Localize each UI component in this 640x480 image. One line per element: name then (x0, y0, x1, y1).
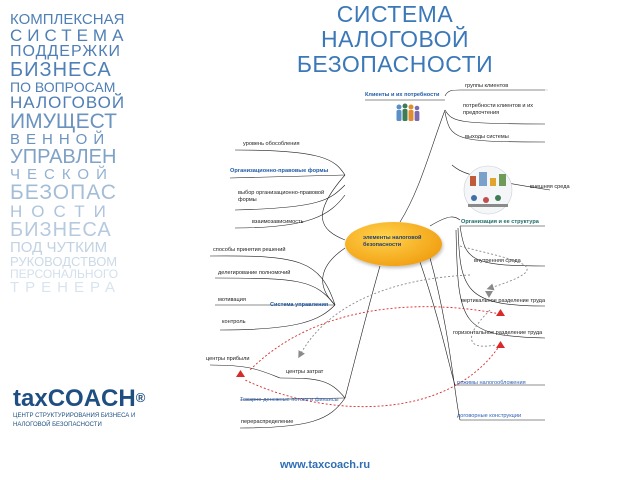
legal-choice-label: выбор организационно-правовой формы (238, 190, 325, 203)
slogan-line: ВЕННОЙ (10, 131, 111, 148)
slogan-line: ЧЕСКОЙ (10, 166, 114, 183)
mgmt-control-label: контроль (222, 319, 246, 325)
arrow-red-1 (249, 306, 501, 371)
slogan-line: РУКОВОДСТВОМ (10, 254, 118, 269)
website-link[interactable]: www.taxcoach.ru (280, 459, 371, 471)
mgmt-delegation-label: делегирование полномочий (218, 270, 291, 276)
profit-centers-label: центры прибыли (206, 356, 250, 362)
branch-org (429, 216, 461, 227)
clients-heading: Клиенты и их потребности (365, 92, 440, 98)
slogan-line: СИСТЕМА (10, 26, 129, 45)
org-inner-label: внутренняя среда (474, 258, 521, 264)
legal-heading: Организационно-правовые формы (230, 168, 329, 174)
clients-people-icon (396, 103, 420, 121)
center-node-label: элементы налоговой безопасности (363, 235, 422, 248)
arrow-to-profit-centers (298, 274, 471, 359)
branch-flows (344, 265, 381, 399)
slogan-line: БИЗНЕСА (10, 219, 112, 241)
branch-contracts (429, 257, 461, 421)
slogan-line: НОСТИ (10, 202, 115, 221)
slogan-line: ИМУЩЕСТ (10, 110, 117, 133)
org-horizontal-label: горизонтальное разделение труда (453, 330, 543, 336)
clients-needs-label: потребности клиентов и их предпочтения (463, 103, 534, 116)
contracts-label: договорные конструкции (457, 413, 522, 419)
slogan-line: ПОД ЧУТКИМ (10, 239, 108, 256)
mgmt-decisions-label: способы принятия решений (213, 247, 286, 253)
slogan-line: КОМПЛЕКСНАЯ (10, 11, 125, 28)
org-vertical-label: вертикальное разделение труда (461, 298, 546, 304)
redistribution-label: перераспределение (241, 419, 294, 425)
branch-mgmt (322, 247, 346, 306)
mgmt-motivation-label: мотивация (218, 297, 246, 303)
logo-subtitle-2: НАЛОГОВОЙ БЕЗОПАСНОСТИ (13, 422, 102, 428)
flows-heading: Товарно-денежные потоки и финансы (240, 397, 339, 403)
cost-centers-label: центры затрат (286, 369, 324, 375)
arrow-red-2 (244, 344, 501, 408)
slogan-line: БИЗНЕСА (10, 59, 112, 81)
env-outer-label: внешняя среда (530, 184, 570, 190)
clients-groups-label: группы клиентов (465, 83, 509, 89)
slogan-line: УПРАВЛЕН (10, 146, 117, 168)
branch-clients (399, 109, 446, 223)
page-title: СИСТЕМА НАЛОГОВОЙ БЕЗОПАСНОСТИ (296, 2, 494, 72)
arrow-vertical-to-horizontal (471, 309, 496, 347)
arrow-inner-to-vertical (459, 245, 528, 291)
center-node: элементы налоговой безопасности (345, 222, 442, 266)
mgmt-heading: Система управления (270, 302, 329, 308)
logo-wordmark: taxCOACH® (13, 385, 146, 412)
legal-interdep-label: взаимозависимость (252, 219, 304, 225)
branch-legal (322, 174, 346, 241)
taxcoach-logo: taxCOACH® ЦЕНТР СТРУКТУРИРОВАНИЯ БИЗНЕСА… (13, 387, 148, 429)
slogan-line: ТРЕНЕРА (10, 279, 122, 296)
slogan-line: БЕЗОПАС (10, 181, 117, 204)
branch-tax (419, 261, 456, 386)
legal-isolation-label: уровень обособления (243, 141, 300, 147)
slogan-line: ПЕРСОНАЛЬНОГО (10, 267, 119, 281)
logo-subtitle-1: ЦЕНТР СТРУКТУРИРОВАНИЯ БИЗНЕСА И (13, 413, 136, 419)
slogan-line: НАЛОГОВОЙ (10, 93, 126, 112)
tax-regimes-label: режимы налогообложения (457, 380, 526, 386)
clients-exits-label: выходы системы (465, 134, 509, 140)
environment-scene-icon (463, 165, 513, 215)
org-heading: Организация и ее структура (461, 219, 539, 225)
slogan-line: ПО ВОПРОСАМ (10, 79, 116, 95)
slogan-line: ПОДДЕРЖКИ (10, 43, 122, 60)
